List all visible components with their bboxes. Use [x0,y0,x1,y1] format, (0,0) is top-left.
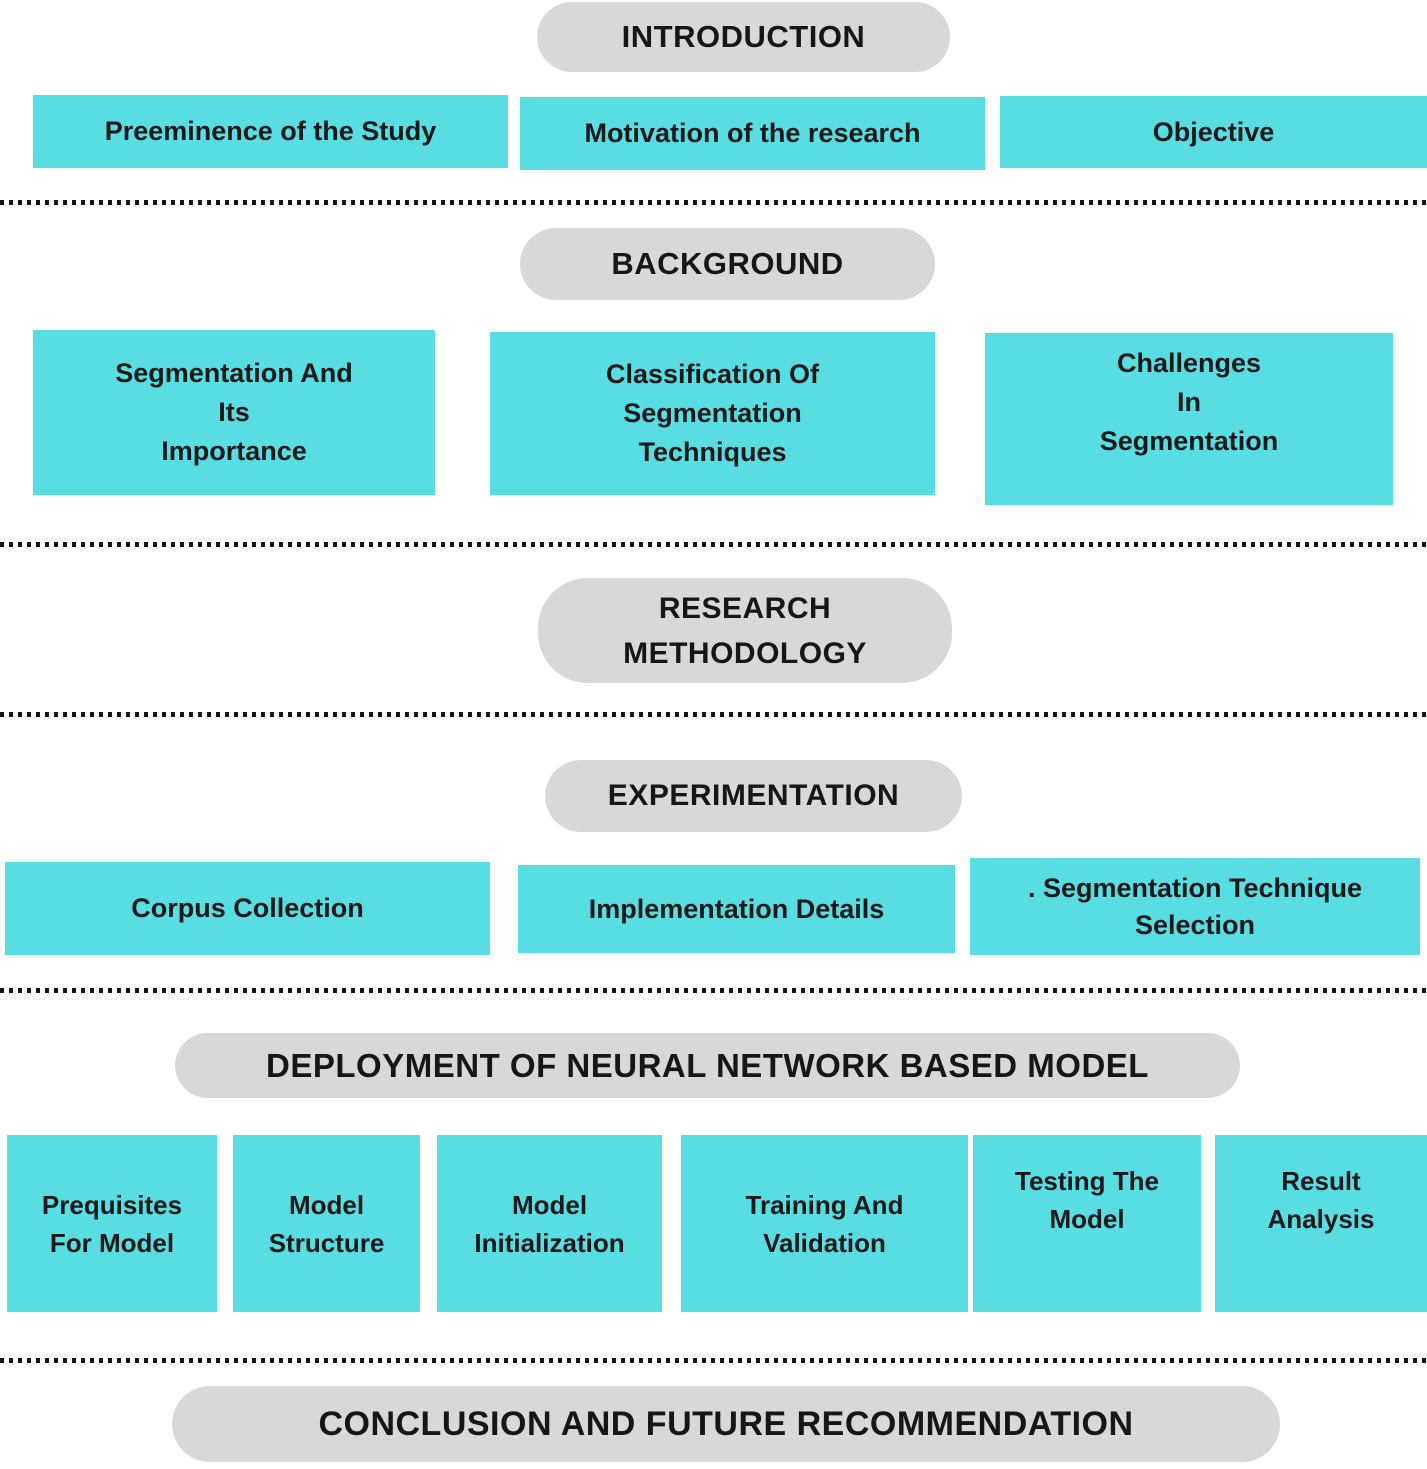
section-header-research-methodology: RESEARCH METHODOLOGY [538,578,952,683]
section-header-background: BACKGROUND [520,228,935,300]
box-model-structure: Model Structure [233,1135,420,1312]
box-prequisites-for-model: Prequisites For Model [7,1135,217,1312]
box-preeminence-of-the-study: Preeminence of the Study [33,95,508,168]
box-corpus-collection: Corpus Collection [5,862,490,955]
section-header-deployment: DEPLOYMENT OF NEURAL NETWORK BASED MODEL [175,1033,1240,1098]
section-header-conclusion: CONCLUSION AND FUTURE RECOMMENDATION [172,1386,1280,1462]
box-classification-of-segmentation-techniques: Classification Of Segmentation Technique… [490,332,935,495]
box-testing-the-model: Testing The Model [973,1135,1201,1312]
section-header-introduction: INTRODUCTION [537,2,950,72]
dotted-separator [0,200,1427,205]
box-objective: Objective [1000,96,1427,168]
box-training-and-validation: Training And Validation [681,1135,968,1312]
box-motivation-of-the-research: Motivation of the research [520,97,985,170]
box-implementation-details: Implementation Details [518,865,955,953]
box-segmentation-technique-selection: . Segmentation Technique Selection [970,858,1420,955]
dotted-separator [0,1358,1427,1363]
dotted-separator [0,988,1427,993]
box-challenges-in-segmentation: Challenges In Segmentation [985,333,1393,505]
box-result-analysis: Result Analysis [1215,1135,1427,1312]
dotted-separator [0,542,1427,547]
box-model-initialization: Model Initialization [437,1135,662,1312]
section-header-experimentation: EXPERIMENTATION [545,760,962,832]
box-segmentation-and-its-importance: Segmentation And Its Importance [33,330,435,495]
dotted-separator [0,712,1427,717]
